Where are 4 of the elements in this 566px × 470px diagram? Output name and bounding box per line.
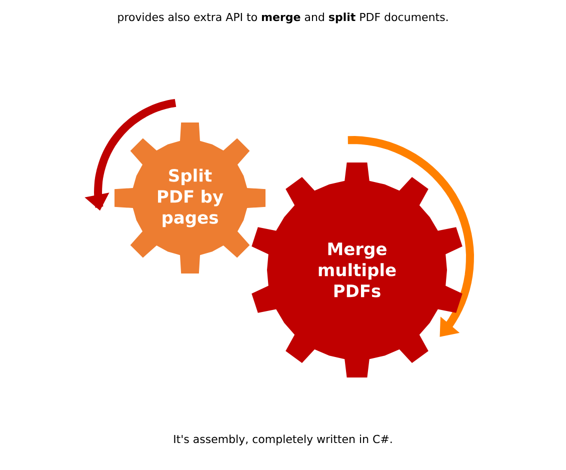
gear: Merge multiple PDFs	[252, 162, 462, 378]
note: It's assembly, completely written in C#.	[174, 434, 392, 446]
heading: provides also extra API to merge and split PDF documents.	[118, 12, 448, 24]
gear: Split PDF by pages	[114, 122, 266, 274]
